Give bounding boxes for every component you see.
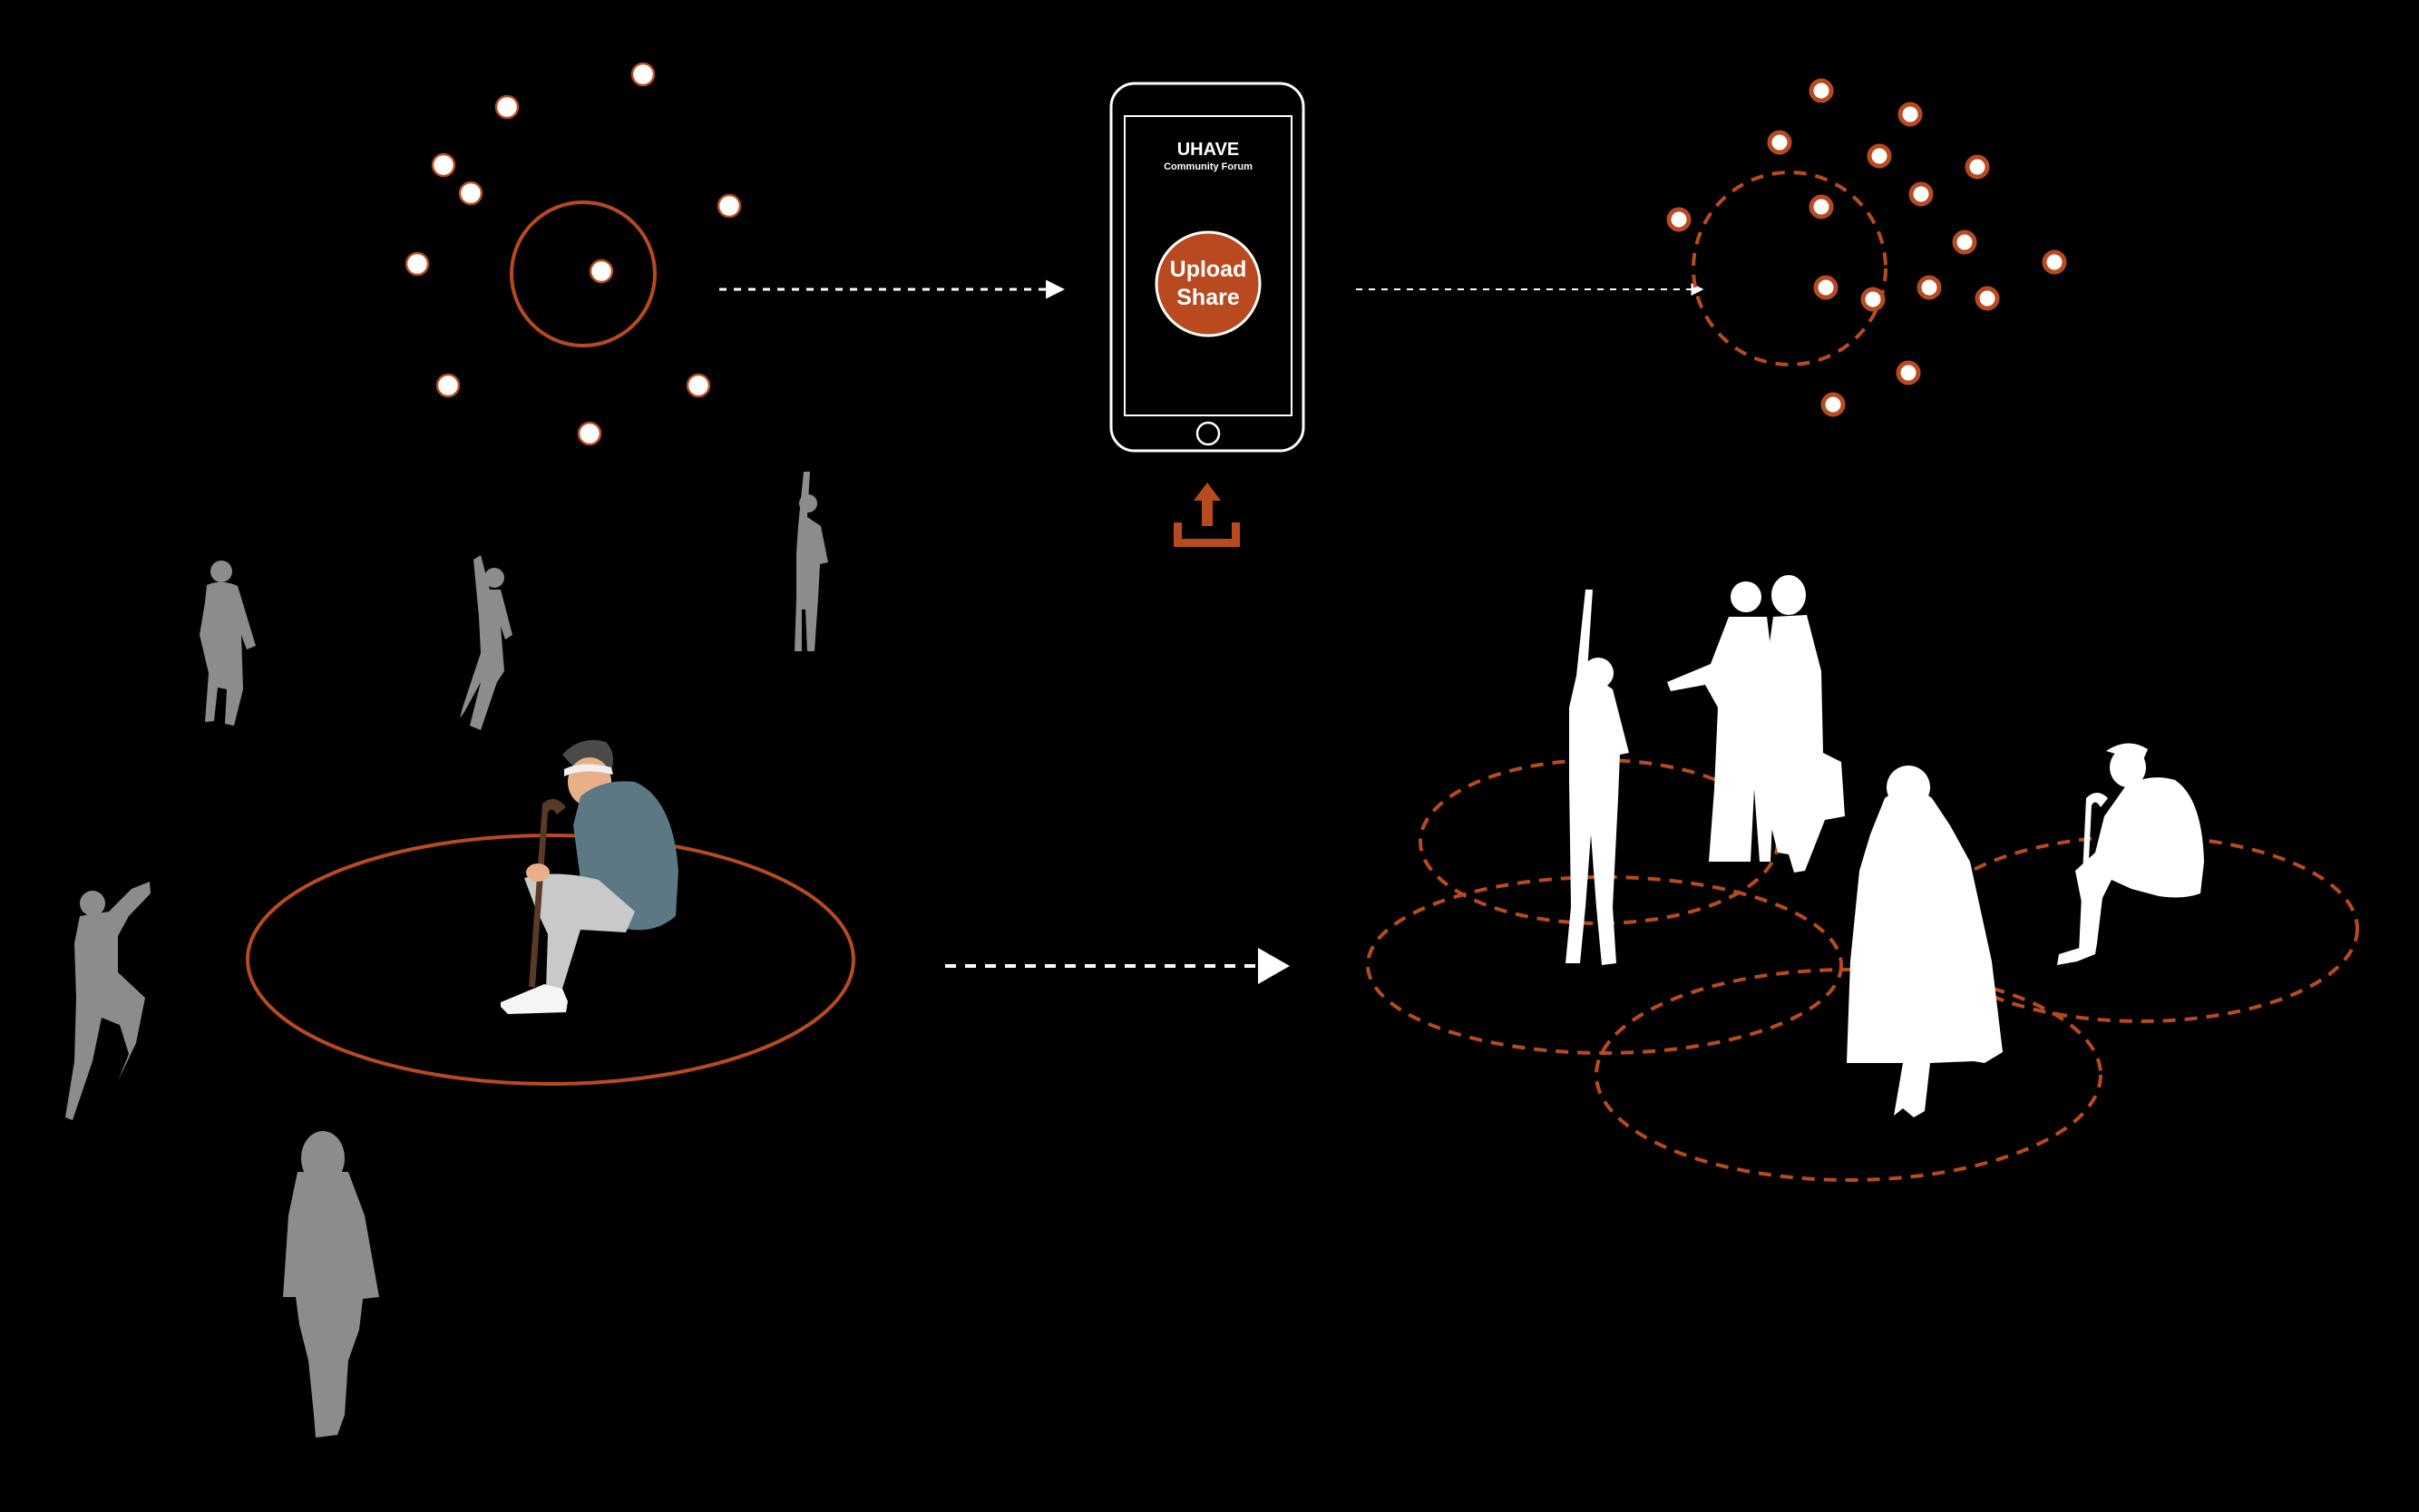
dot: [589, 259, 614, 284]
home-button[interactable]: [1195, 421, 1221, 446]
person-silhouette-jumping: [65, 882, 151, 1120]
person-silhouette-waving: [460, 555, 512, 730]
person-silhouette-woman-bag: [1763, 575, 1845, 873]
trousers: [524, 873, 635, 990]
person-silhouette-pointing: [1667, 581, 1778, 862]
person-silhouette-reaching: [1566, 590, 1629, 965]
upload-icon[interactable]: [1174, 483, 1240, 547]
dot: [1813, 275, 1839, 300]
dot: [1809, 194, 1834, 219]
person-silhouette-seated-elderly: [2057, 743, 2204, 965]
dot: [1975, 286, 2000, 311]
dot: [1952, 229, 1977, 255]
community-ring: [1692, 171, 1887, 366]
app-subtitle: Community Forum: [1164, 161, 1253, 172]
dot: [1897, 102, 1923, 127]
isolated-ring: [510, 200, 657, 347]
dot: [1860, 287, 1886, 312]
dot: [717, 193, 742, 219]
walking-cane: [529, 798, 566, 987]
dot: [1666, 207, 1692, 232]
upload-share-button[interactable]: Upload Share: [1155, 230, 1262, 337]
dot: [431, 152, 456, 178]
dot: [458, 180, 483, 206]
phone-screen: [1124, 115, 1292, 416]
phone-mockup: UHAVE Community Forum Upload Share: [1109, 82, 1305, 453]
person-silhouette-standing: [283, 1131, 379, 1438]
dot: [405, 251, 430, 277]
dot: [1965, 154, 1990, 180]
isolated-scene: [65, 472, 855, 1438]
overlap-ring: [1595, 968, 2102, 1182]
connected-network: [1666, 78, 2067, 417]
dot: [1896, 360, 1921, 385]
dot: [630, 62, 656, 87]
dot: [1908, 181, 1934, 207]
dot: [1809, 78, 1834, 103]
person-silhouette-walking: [200, 561, 256, 726]
shoe: [501, 984, 568, 1014]
dot: [435, 373, 461, 398]
dot: [1917, 275, 1942, 300]
dot: [577, 421, 602, 446]
hand: [526, 863, 550, 882]
button-label-upload: Upload: [1170, 257, 1247, 282]
hair-band: [564, 764, 613, 776]
arrow-right-icon: [1258, 948, 1290, 984]
overlap-ring: [1366, 875, 1843, 1055]
dot: [1820, 392, 1846, 417]
community-scene: [1366, 575, 2359, 1182]
upload-share-button-circle[interactable]: [1155, 230, 1262, 337]
dot: [494, 94, 520, 120]
person-silhouette-long-coat: [1847, 766, 2003, 1117]
personal-space-ring: [246, 834, 855, 1086]
seated-elderly-person: [501, 739, 678, 1014]
person-silhouette-reaching: [795, 472, 828, 651]
dot: [2042, 249, 2067, 275]
dot: [1767, 130, 1792, 155]
dot: [686, 373, 711, 398]
app-title: UHAVE: [1177, 140, 1240, 160]
isolated-network: [405, 62, 742, 446]
dot: [1867, 143, 1892, 169]
button-label-share: Share: [1176, 285, 1240, 310]
